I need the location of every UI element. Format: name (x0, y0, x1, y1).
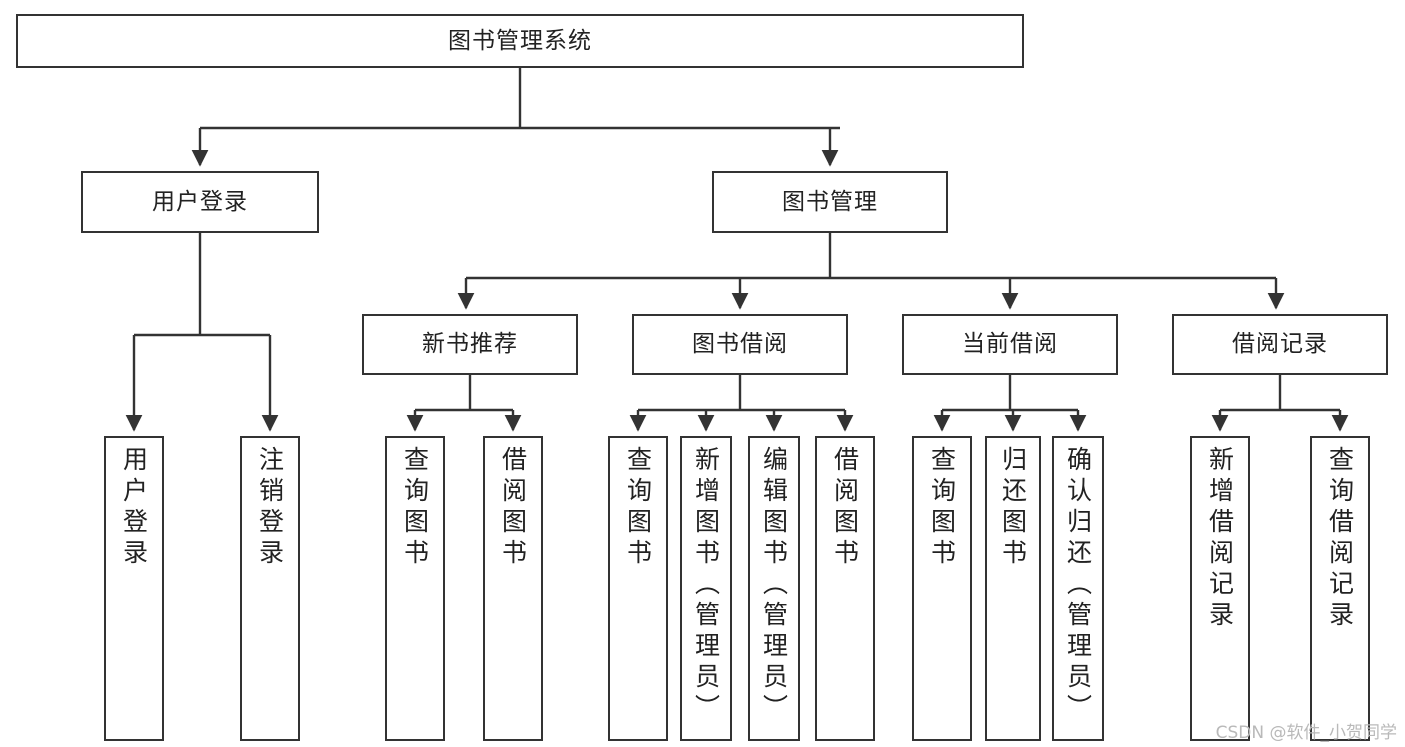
node-root-system[interactable]: 图书管理系统 (16, 14, 1024, 68)
node-label: 归还图书 (998, 446, 1028, 570)
node-leaf-confirm-return-admin[interactable]: 确认归还（管理员） (1052, 436, 1104, 741)
node-book-management[interactable]: 图书管理 (712, 171, 948, 233)
node-leaf-add-book-admin[interactable]: 新增图书（管理员） (680, 436, 732, 741)
node-current-borrow[interactable]: 当前借阅 (902, 314, 1118, 375)
node-label: 确认归还（管理员） (1063, 446, 1093, 725)
node-leaf-return-book[interactable]: 归还图书 (985, 436, 1041, 741)
node-label: 查询图书 (927, 446, 957, 570)
node-label: 查询图书 (623, 446, 653, 570)
node-leaf-edit-book-admin[interactable]: 编辑图书（管理员） (748, 436, 800, 741)
node-leaf-query-borrow-record[interactable]: 查询借阅记录 (1310, 436, 1370, 741)
node-label: 图书管理系统 (448, 27, 592, 54)
node-label: 新增借阅记录 (1205, 446, 1235, 632)
node-label: 编辑图书（管理员） (759, 446, 789, 725)
node-label: 用户登录 (152, 188, 248, 215)
node-leaf-user-login[interactable]: 用户登录 (104, 436, 164, 741)
node-leaf-user-logout[interactable]: 注销登录 (240, 436, 300, 741)
node-user-login[interactable]: 用户登录 (81, 171, 319, 233)
node-label: 借阅图书 (830, 446, 860, 570)
node-label: 当前借阅 (962, 331, 1058, 358)
node-borrow-record[interactable]: 借阅记录 (1172, 314, 1388, 375)
node-label: 图书管理 (782, 188, 878, 215)
node-leaf-query-book-borrow[interactable]: 查询图书 (608, 436, 668, 741)
node-leaf-borrow-book[interactable]: 借阅图书 (815, 436, 875, 741)
node-label: 图书借阅 (692, 331, 788, 358)
node-leaf-query-book-current[interactable]: 查询图书 (912, 436, 972, 741)
csdn-watermark: CSDN @软件_小贺同学 (1215, 723, 1397, 743)
node-label: 借阅记录 (1232, 331, 1328, 358)
node-label: 借阅图书 (498, 446, 528, 570)
node-label: 用户登录 (119, 446, 149, 570)
node-leaf-query-book-recommend[interactable]: 查询图书 (385, 436, 445, 741)
node-label: 新书推荐 (422, 331, 518, 358)
node-label: 注销登录 (255, 446, 285, 570)
node-label: 查询图书 (400, 446, 430, 570)
node-new-book-recommend[interactable]: 新书推荐 (362, 314, 578, 375)
node-book-borrow[interactable]: 图书借阅 (632, 314, 848, 375)
node-label: 查询借阅记录 (1325, 446, 1355, 632)
node-label: 新增图书（管理员） (691, 446, 721, 725)
node-leaf-add-borrow-record[interactable]: 新增借阅记录 (1190, 436, 1250, 741)
node-leaf-borrow-book-recommend[interactable]: 借阅图书 (483, 436, 543, 741)
